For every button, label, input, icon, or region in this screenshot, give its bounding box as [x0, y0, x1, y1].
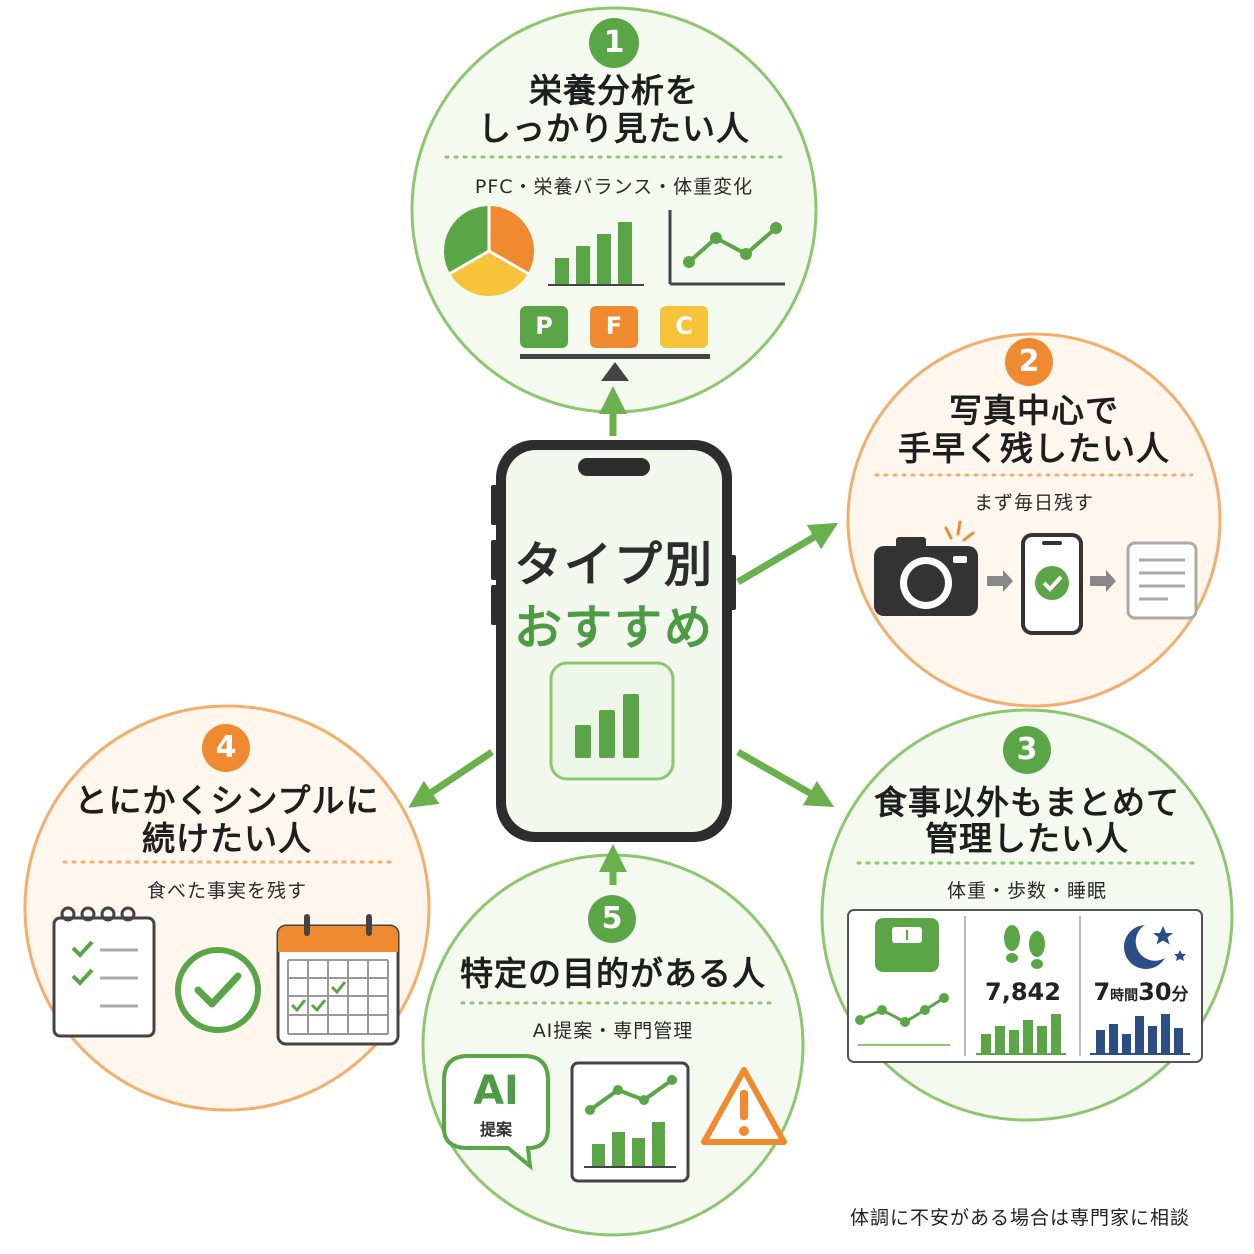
chart-panel-icon	[570, 1061, 690, 1183]
sleep-minutes: 30	[1138, 978, 1172, 1006]
ai-sub-label: 提案	[479, 1120, 512, 1139]
card-5-title: 特定の目的がある人	[460, 954, 766, 993]
balance-scale-icon	[520, 306, 710, 381]
number-badge-5-shape	[588, 895, 636, 943]
card-4-subtitle: 食べた事実を残す	[146, 880, 307, 902]
ai-label: AI	[473, 1068, 519, 1114]
card-2-title-line2: 手早く残したい人	[898, 429, 1170, 468]
document-icon	[1126, 541, 1198, 620]
card-1-subtitle: PFC・栄養バランス・体重変化	[474, 176, 754, 198]
number-badge-5: 5	[601, 901, 623, 936]
card-3-subtitle: 体重・歩数・睡眠	[946, 880, 1107, 902]
pfc-label-c: C	[675, 312, 693, 340]
number-badge-1: 1	[603, 25, 625, 60]
sleep-hours: 7	[1093, 978, 1111, 1006]
center-title-line2: おすすめ	[513, 600, 714, 656]
card-3-title-line2: 管理したい人	[925, 819, 1129, 858]
card-4-title-line1: とにかくシンプルに	[74, 781, 380, 820]
number-badge-4: 4	[215, 730, 237, 765]
moon-icon	[1090, 925, 1190, 1055]
pfc-label-p: P	[535, 312, 553, 340]
arrow-to-card-2	[736, 522, 839, 586]
bar-chart-icon	[548, 222, 644, 286]
warning-icon	[701, 1067, 787, 1145]
circle-card-2	[846, 332, 1222, 708]
notebook-checklist-icon	[52, 906, 156, 1038]
phone-icon	[491, 440, 736, 842]
card-2-title-line1: 写真中心で	[949, 391, 1119, 430]
number-badge-4-shape	[202, 724, 250, 772]
card-2-subtitle: まず毎日残す	[973, 492, 1094, 514]
center-title-line1: タイプ別	[513, 537, 714, 593]
number-badge-2-shape	[1005, 338, 1053, 386]
scale-icon	[855, 918, 950, 1046]
card-5-subtitle: AI提案・専門管理	[532, 1020, 694, 1042]
sleep-hours-unit: 時間	[1110, 988, 1139, 1004]
number-badge-2: 2	[1018, 344, 1040, 379]
card-1-title-line2: しっかり見たい人	[478, 109, 750, 148]
phone-check-icon	[1021, 533, 1083, 635]
sleep-minutes-unit: 分	[1171, 985, 1189, 1005]
footnote: 体調に不安がある場合は専門家に相談	[850, 1207, 1191, 1229]
line-chart-icon	[668, 210, 785, 286]
calendar-icon	[276, 914, 400, 1046]
camera-icon	[874, 520, 978, 616]
pie-chart-icon	[443, 205, 535, 297]
card-4-title-line2: 続けたい人	[142, 819, 312, 858]
pfc-label-f: F	[605, 312, 623, 340]
number-badge-3: 3	[1016, 732, 1038, 767]
check-circle-icon	[175, 947, 261, 1033]
arrow-to-card-4	[408, 749, 494, 808]
speech-bubble-icon	[442, 1054, 550, 1171]
card-3-title-line1: 食事以外もまとめて	[874, 783, 1180, 822]
sleep-value: 7時間30分	[1082, 978, 1200, 1006]
footprints-icon	[976, 925, 1066, 1055]
arrow-to-card-3	[736, 748, 835, 807]
number-badge-1-shape	[589, 18, 639, 68]
number-badge-3-shape	[1003, 726, 1051, 774]
card-1-title-line1: 栄養分析を	[529, 71, 699, 110]
arrow-right-icon	[987, 570, 1116, 592]
steps-value: 7,842	[985, 978, 1061, 1006]
